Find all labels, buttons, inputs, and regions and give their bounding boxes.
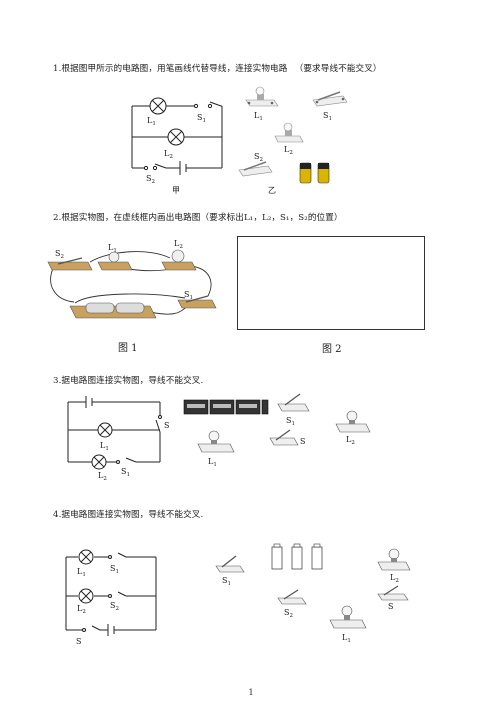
q3-physical-label-s: S: [300, 437, 305, 446]
q1-physical-label-l1: L1: [254, 111, 263, 122]
q1-caption-yi: 乙: [268, 186, 276, 195]
q2-lamp-l2: [161, 249, 197, 271]
q4-label-l1: L1: [77, 567, 86, 578]
q1-physical-lamp-l1: [245, 86, 279, 107]
q1-label-s1: S1: [197, 113, 206, 124]
question-2-text: 2.根据实物图，在虚线框内画出电路图（要求标出L₁，L₂，S₁，S₂的位置）: [53, 213, 343, 223]
q4-physical-lamp-l1: [329, 605, 367, 629]
q3-physical-switch-s1: [277, 393, 310, 412]
q3-physical-lamp-l2: [335, 410, 371, 433]
q4-label-s2: S2: [110, 601, 119, 612]
q4-label-l2: L2: [77, 604, 86, 615]
q2-switch-s2: [47, 257, 93, 271]
q4-physical-switch-s: [377, 585, 409, 601]
q3-label-s: S: [164, 421, 169, 430]
q4-physical-label-s1: S1: [222, 576, 231, 587]
q3-physical-label-l2: L2: [346, 435, 355, 446]
question-1-text: 1.根据图甲所示的电路图，用笔画线代替导线，连接实物电路 （要求导线不能交叉）: [53, 64, 382, 74]
q3-label-l1: L1: [100, 441, 109, 452]
q4-physical-label-l2: L2: [390, 573, 399, 584]
q1-physical-lamp-l2: [274, 122, 304, 143]
q4-physical-label-l1: L1: [342, 633, 351, 644]
q2-caption-figure-2: 图 2: [322, 344, 342, 355]
q2-answer-box[interactable]: [237, 236, 425, 330]
question-3-text: 3.据电路图连接实物图，导线不能交叉.: [53, 376, 204, 386]
q2-battery-pack: [69, 302, 157, 319]
page-number: 1: [248, 688, 254, 697]
q3-label-s1: S1: [121, 467, 130, 478]
q1-physical-label-s2: S2: [254, 152, 263, 163]
q2-switch-s1: [177, 295, 217, 309]
q2-lamp-l1: [97, 251, 133, 271]
q3-physical-switch-s: [269, 429, 299, 446]
q1-physical-switch-s2: [238, 161, 273, 177]
q2-caption-figure-1: 图 1: [118, 343, 138, 354]
q4-physical-batteries: [271, 543, 323, 570]
q4-physical-label-s: S: [388, 602, 393, 611]
q1-physical-label-s1: S1: [323, 111, 332, 122]
q1-label-s2: S2: [146, 174, 155, 185]
q2-label-l2: L2: [174, 239, 183, 250]
q3-physical-label-l1: L1: [208, 457, 217, 468]
q4-physical-lamp-l2: [377, 548, 411, 571]
question-4-text: 4.据电路图连接实物图，导线不能交叉.: [53, 510, 204, 520]
q1-label-l1: L1: [147, 116, 156, 127]
q2-label-s2: S2: [55, 249, 64, 260]
q1-physical-label-l2: L2: [284, 145, 293, 156]
q3-label-l2: L2: [98, 471, 107, 482]
q4-physical-switch-s1: [215, 555, 245, 573]
q4-label-s: S: [76, 637, 81, 646]
q2-label-l1: L1: [108, 243, 117, 254]
q4-physical-switch-s2: [277, 589, 307, 605]
q1-label-l2: L2: [164, 149, 173, 160]
q3-physical-lamp-l1: [197, 430, 235, 453]
q1-physical-switch-s1: [312, 91, 348, 107]
q3-battery-row: [183, 399, 269, 415]
q1-lamp-l1-symbol: [149, 97, 167, 115]
q1-caption-jia: 甲: [172, 186, 180, 195]
q2-label-s1: S1: [184, 290, 193, 301]
q1-physical-batteries: [299, 162, 330, 184]
q4-physical-label-s2: S2: [284, 608, 293, 619]
q3-physical-label-s1: S1: [286, 416, 295, 427]
q4-label-s1: S1: [110, 564, 119, 575]
q1-lamp-l2-symbol: [167, 128, 185, 146]
